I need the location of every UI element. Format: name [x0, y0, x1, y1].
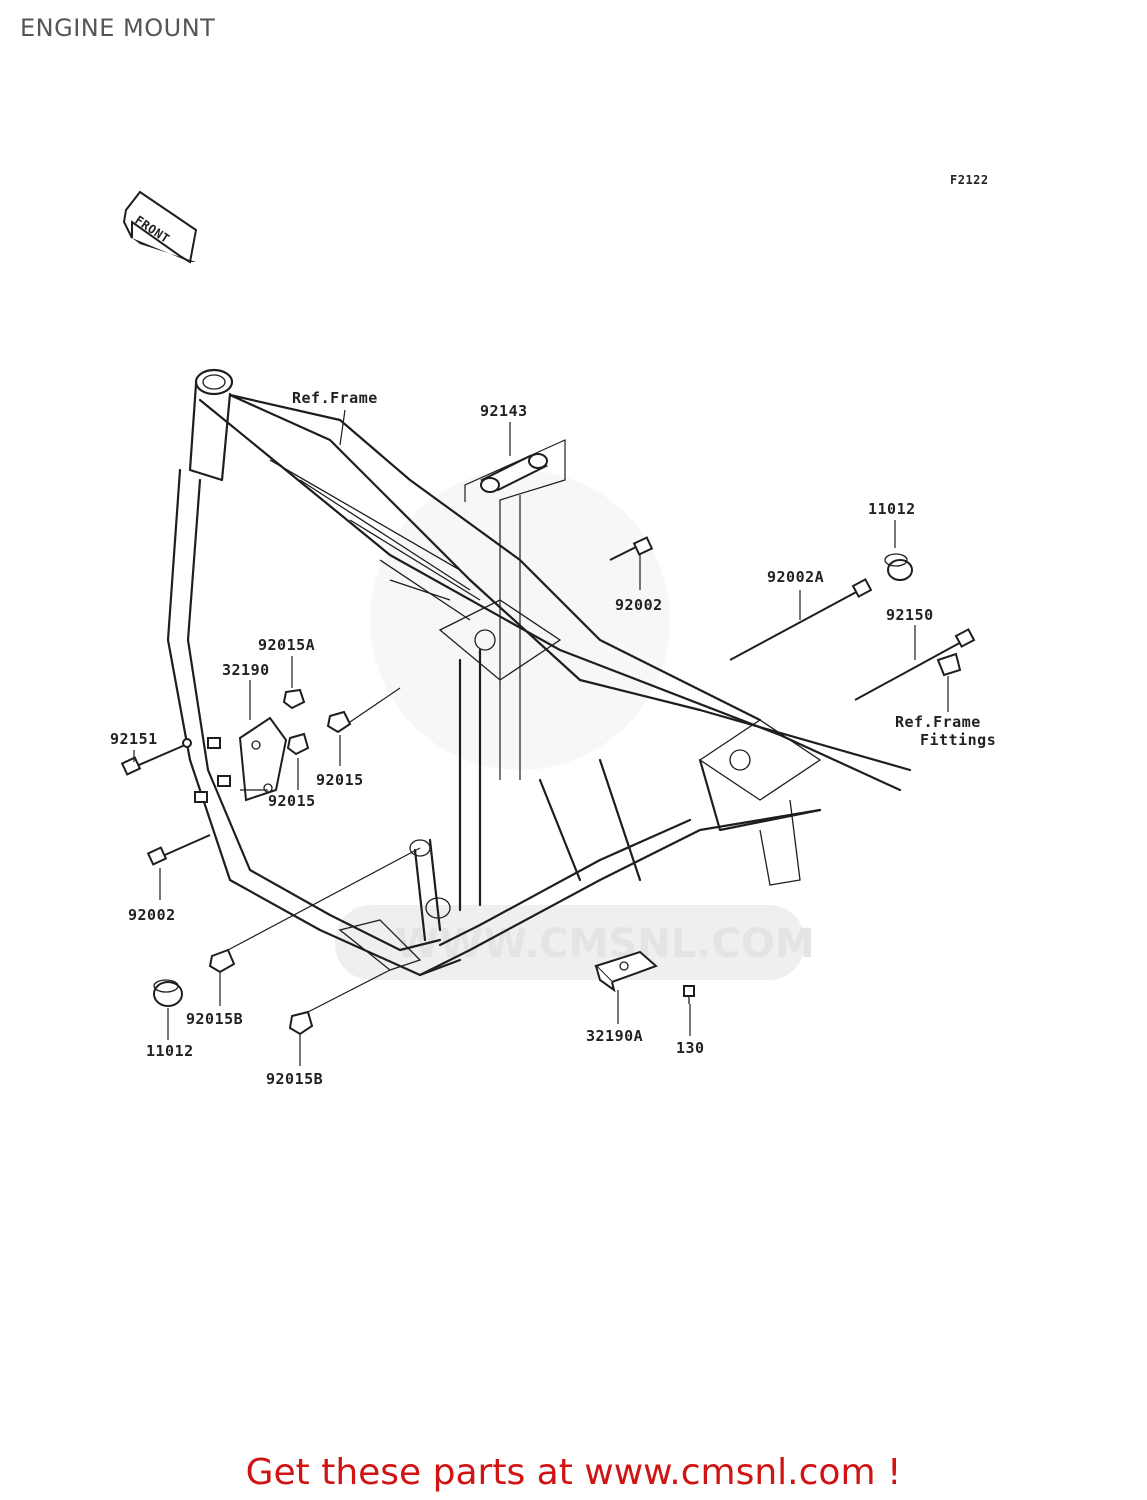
label-92015a: 92015A	[258, 636, 315, 654]
label-92015-mid: 92015	[316, 771, 364, 789]
label-92151: 92151	[110, 730, 158, 748]
label-32190a: 32190A	[586, 1027, 643, 1045]
part-11012-low-cap	[153, 979, 183, 1007]
watermark: WWW.CMSNL.COM	[335, 470, 815, 980]
label-92015b-2: 92015B	[266, 1070, 323, 1088]
label-32190: 32190	[222, 661, 270, 679]
leader-lines	[133, 409, 949, 1066]
part-92015b-nut-1	[208, 948, 236, 974]
part-92002a-long-bolt	[729, 578, 873, 661]
page-title: ENGINE MOUNT	[20, 14, 216, 42]
part-92015a-nut	[282, 688, 306, 710]
label-ref-frame-fittings-1: Ref.Frame	[895, 713, 981, 731]
part-92015b-nut-2	[288, 1010, 314, 1036]
motorcycle-frame	[166, 368, 912, 977]
label-92143: 92143	[480, 402, 528, 420]
figure-code: F2122	[950, 173, 989, 187]
label-92002a: 92002A	[767, 568, 824, 586]
front-arrow-icon: FRONT	[122, 190, 198, 264]
label-92015b-1: 92015B	[186, 1010, 243, 1028]
part-92150-long-bolt	[854, 628, 976, 701]
part-92143-collar	[479, 453, 549, 493]
footer-link-banner[interactable]: Get these parts at www.cmsnl.com !	[0, 1452, 1147, 1493]
part-92002-top-bolt	[609, 536, 654, 561]
label-ref-frame: Ref.Frame	[292, 389, 378, 407]
part-92015-nut-low	[286, 732, 310, 756]
part-92015-nut-mid	[326, 710, 352, 734]
part-130-bolt	[683, 985, 695, 1004]
label-92015-low: 92015	[268, 792, 316, 810]
label-ref-frame-fittings-2: Fittings	[920, 731, 996, 749]
label-11012-low: 11012	[146, 1042, 194, 1060]
engine-mount-diagram: WWW.CMSNL.COM FRONT	[110, 173, 996, 1088]
label-92002-low: 92002	[128, 906, 176, 924]
part-11012-top-cap	[884, 553, 913, 581]
label-92002-top: 92002	[615, 596, 663, 614]
label-11012-top: 11012	[868, 500, 916, 518]
part-92002-low-bolt	[146, 834, 211, 866]
reference-lines	[464, 439, 566, 780]
label-130: 130	[676, 1039, 705, 1057]
watermark-text: WWW.CMSNL.COM	[395, 921, 815, 967]
label-92150: 92150	[886, 606, 934, 624]
part-32190a-bracket	[594, 950, 658, 993]
footer-link[interactable]: Get these parts at www.cmsnl.com !	[245, 1452, 902, 1493]
part-92151-bolt	[120, 738, 192, 776]
